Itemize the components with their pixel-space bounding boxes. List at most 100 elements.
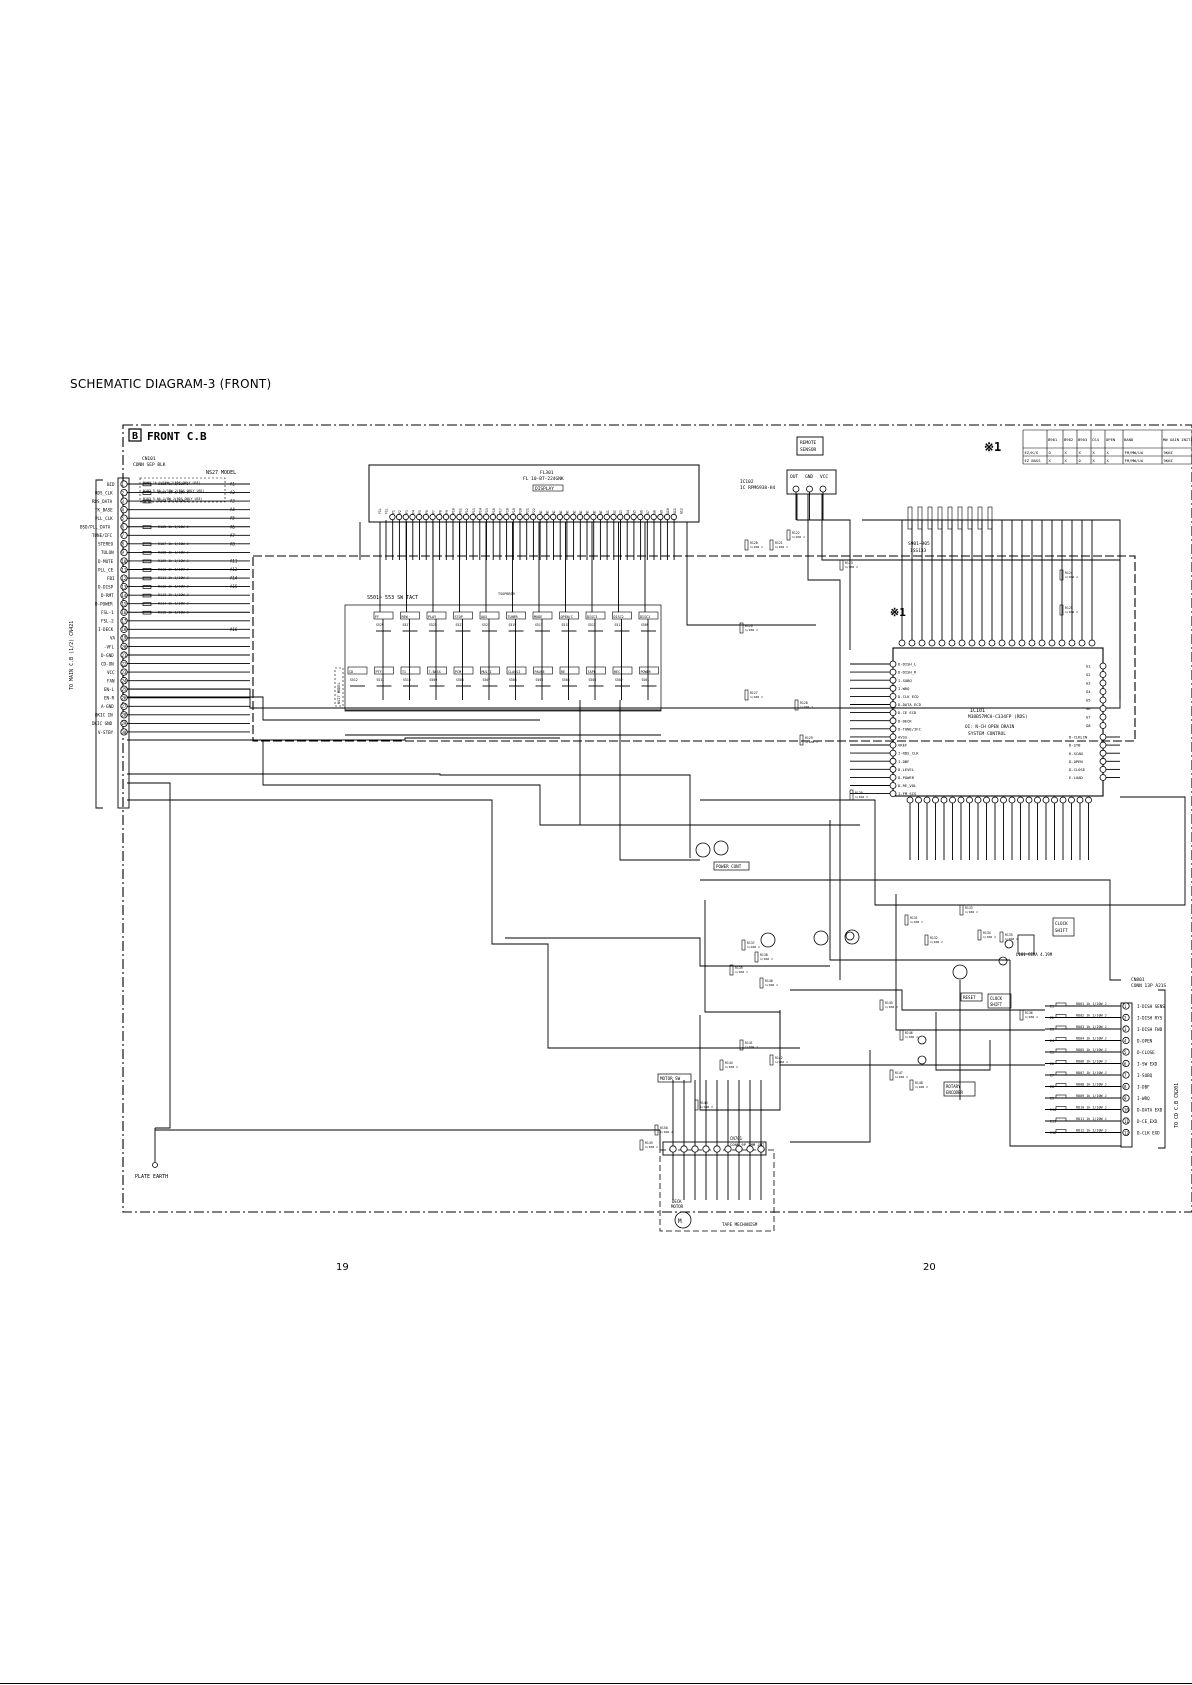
display-pin-name: G7 [646,510,650,514]
net-tag: E11 [1050,1120,1056,1124]
cn701-pin [724,1145,732,1153]
display-pin-name: P12 [465,508,469,514]
net-tag: E10 [1050,1108,1056,1112]
resistor-symbol [142,593,152,598]
switch-key-label: PTY [376,670,382,674]
table-cell: X [1093,458,1096,463]
wire-run [505,937,830,967]
net-tag: A5 [230,516,235,521]
ic101-bottom-pin [915,796,922,804]
ic101-right-pin [1099,741,1107,749]
cn101-pin-number: 21 [122,653,127,658]
component-value: 1/10W J [983,935,996,939]
ic101-grid-name: G8 [1086,723,1091,728]
transistor-symbol [952,964,968,980]
switch-key-label: REC [614,670,620,674]
resistor-symbol [142,491,152,495]
cn101-pin-number: 3 [122,499,125,504]
ic101-bottom-pin [974,796,982,804]
resistor-label: R100 1k 1/10W J [158,482,189,486]
display-body [368,464,700,523]
cn801-side-label: TO CD C.B CN201 [1174,1083,1180,1128]
table-header: MW GAIN INITIAL STEP [1163,437,1192,442]
cn801-pin [1122,1025,1130,1033]
display-pin [503,513,510,521]
ic101-bottom-pin [1051,796,1058,804]
component-ref: R137 [747,941,755,945]
resistor-label: R801 1k 1/10W J [1076,1002,1107,1006]
switch-ref: S503 [589,678,597,682]
net-tag: E2 [1050,1016,1054,1020]
wire-run [790,1050,871,1143]
ic101-left-pin [889,741,897,749]
remote-pin [819,485,827,493]
component-value: 1/10W J [1025,1015,1038,1019]
component-value: 1/10W J [915,1085,928,1089]
display-pin [630,513,637,521]
component-ref: R132 [930,936,938,940]
display-pin [509,513,517,521]
display-pin [416,513,423,521]
wire-run [686,522,816,626]
switch-key-label: DISC3 [587,615,597,619]
ic101-top-pin [1068,639,1076,647]
display-pin-name: G2 [613,510,617,514]
display-pin [456,513,463,521]
cn101-pin-label: D-POWER [95,602,113,607]
cn101-pin-number: 18 [122,627,127,632]
component-ref: R136 [1025,1011,1033,1015]
display-pin [449,513,456,521]
wire-run [127,782,171,1129]
display-pin-name: P8 [438,510,442,514]
page-rule [0,1683,1192,1684]
ic101-grid-name: G7 [1086,715,1091,720]
cn101-pin-label: FSL-2 [101,619,114,624]
display-pin-name: P14 [479,508,483,514]
resistor-label: R809 1k 1/10W J [1076,1094,1107,1098]
switch-key-box [453,666,474,675]
switch-key-box [559,611,579,620]
component-value: 1/10W J [792,535,805,539]
cn101-pin-number: 19 [122,636,127,641]
test-point [917,1035,927,1045]
ic101-bottom-pin [923,796,931,804]
ic101-left-pin-name: I-SUBQ [898,678,912,683]
ic101-top-pin [998,639,1006,647]
resistor-label: R808 1k 1/10W J [1076,1083,1107,1087]
component-value: 1/10W J [747,945,760,949]
component-glyph [739,1039,744,1051]
table-header: BAND [1124,437,1134,442]
ic101-top-pin [1028,639,1036,647]
resistor-label: R811 1k 1/10W J [1076,1117,1107,1121]
deck-motor-mark: M [678,1218,682,1225]
component-ref: R125 [1065,606,1073,610]
display-pin-name: P22 [532,508,536,514]
table-cell: 9KHZ [1164,458,1174,463]
cn801-pin-label: I-DBF [1137,1084,1150,1089]
switch-ref: S511 [377,678,385,682]
cn801-pin-number: 10 [1124,1107,1129,1112]
component-glyph [909,1079,914,1091]
test-point [845,931,855,941]
resistor-symbol [142,499,152,504]
remote-ic-part: IC RPM6938-H4 [740,485,776,491]
clock-shift2-label: CLOCK [990,996,1003,1001]
component-value: 1/10W J [745,1045,758,1049]
switch-key-label: PAUSE [535,670,545,674]
net-tag: E12 [1050,1131,1056,1135]
component-value: 1/10W J [765,983,778,987]
component-ref: R138 [760,953,768,957]
display-pin [422,513,429,521]
display-label: DISPLAY [535,486,554,492]
component-value: 1/10W J [745,628,758,632]
model-note-line: R102 5.6k 1/10W J(RDS ONLY USE) [143,489,205,493]
cn101-pin [120,591,128,599]
reset-label-box [960,992,983,1002]
remote-label-line2: SENSOR [800,447,817,453]
clock-shift-label: CLOCK [1055,921,1068,926]
net-tag: E5 [1050,1051,1054,1055]
ic101-left-pin [889,676,897,684]
switch-ref: S508 [456,678,464,682]
display-pin [663,513,671,521]
component-glyph [839,559,844,571]
